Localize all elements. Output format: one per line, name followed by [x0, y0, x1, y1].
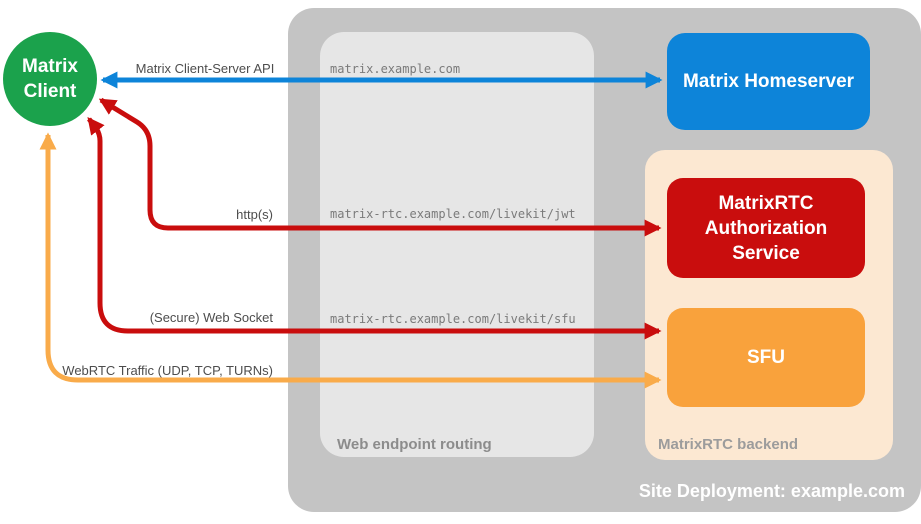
edge-label-client-server-api: Matrix Client-Server API — [135, 61, 275, 76]
sfu-label: SFU — [747, 347, 785, 368]
matrix-homeserver-node: Matrix Homeserver — [667, 33, 870, 130]
web-endpoint-routing-label: Web endpoint routing — [337, 436, 492, 453]
route-label-livekit-sfu: matrix-rtc.example.com/livekit/sfu — [330, 312, 576, 326]
matrixrtc-authorization-service-node: MatrixRTC Authorization Service — [667, 178, 865, 278]
edge-label-https: http(s) — [236, 207, 273, 222]
route-label-livekit-jwt: matrix-rtc.example.com/livekit/jwt — [330, 207, 576, 221]
edge-label-webrtc-traffic: WebRTC Traffic (UDP, TCP, TURNs) — [62, 363, 273, 378]
auth-service-label: MatrixRTC Authorization Service — [704, 192, 828, 264]
matrix-client-label: Matrix Client — [22, 56, 78, 102]
route-label-matrix-example-com: matrix.example.com — [330, 62, 461, 76]
sfu-node: SFU — [667, 308, 865, 407]
matrix-client-node: Matrix Client — [3, 32, 97, 126]
edge-label-websocket: (Secure) Web Socket — [149, 310, 273, 325]
site-deployment-label: Site Deployment: example.com — [638, 481, 905, 501]
matrixrtc-backend-label: MatrixRTC backend — [658, 436, 799, 453]
matrix-homeserver-label: Matrix Homeserver — [682, 71, 855, 92]
web-endpoint-routing-container — [320, 32, 594, 457]
